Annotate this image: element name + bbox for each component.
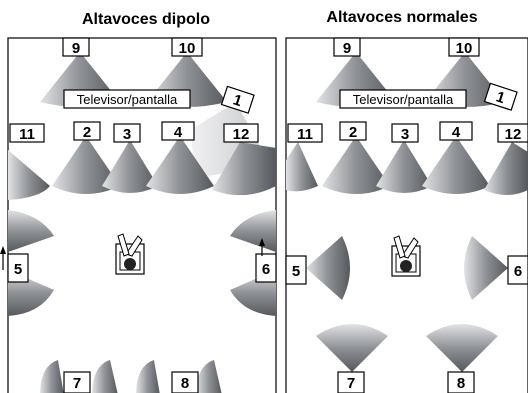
normal-cone-4 <box>422 136 490 194</box>
dipole-cone-12 <box>212 142 276 196</box>
normal-cone-5 <box>306 236 350 300</box>
arrow-up-icon <box>0 246 6 270</box>
dipole-cone-8-right <box>196 360 222 393</box>
dipole-cone-11-a <box>8 150 50 200</box>
listener-icon <box>391 235 421 277</box>
normal-speaker-6: 6 <box>514 263 522 280</box>
normal-speaker-5: 5 <box>292 263 300 280</box>
normal-speaker-7: 7 <box>347 375 355 392</box>
dipole-tv-label: Televisor/pantalla <box>77 92 178 107</box>
dipole-cone-7-left <box>40 360 64 393</box>
arrow-up-icon <box>259 238 265 256</box>
dipole-speaker-7: 7 <box>73 375 81 392</box>
normal-cone-11 <box>286 142 318 192</box>
dipole-speaker-8: 8 <box>181 375 189 392</box>
dipole-speaker-2: 2 <box>83 124 91 141</box>
normal-title: Altavoces normales <box>326 9 477 26</box>
dipole-speaker-5: 5 <box>14 261 22 278</box>
dipole-tv-box <box>63 89 191 109</box>
normal-cone-6 <box>464 236 508 300</box>
dipole-cone-2 <box>52 136 120 194</box>
dipole-cone-5-top <box>8 210 54 252</box>
normal-cone-2 <box>322 136 390 194</box>
dipole-cone-6-top <box>230 210 276 252</box>
dipole-speaker-3: 3 <box>123 126 131 143</box>
normal-cone-3 <box>376 140 432 193</box>
normal-speaker-11: 11 <box>297 126 313 143</box>
dipole-cone-3 <box>102 140 158 193</box>
dipole-cone-7-right <box>92 360 118 393</box>
normal-speaker-2: 2 <box>349 124 357 141</box>
normal-cone-8 <box>426 324 498 372</box>
normal-speaker-8: 8 <box>457 375 465 392</box>
dipole-speaker-9: 9 <box>72 40 80 57</box>
dipole-panel: Altavoces dipolo Televisor/pantalla 9 10… <box>0 11 277 393</box>
normal-speaker-10: 10 <box>456 40 473 57</box>
dipole-speaker-6: 6 <box>262 261 270 278</box>
normal-cone-12 <box>484 142 528 195</box>
normal-tv-label: Televisor/pantalla <box>353 92 454 107</box>
normal-tv-box <box>339 89 467 109</box>
normal-speaker-3: 3 <box>401 126 409 143</box>
normal-speaker-12: 12 <box>505 126 522 143</box>
dipole-title: Altavoces dipolo <box>82 11 210 28</box>
dipole-speaker-11: 11 <box>19 126 35 143</box>
normal-cone-7 <box>316 324 388 372</box>
dipole-speaker-4: 4 <box>174 124 183 141</box>
normal-panel: Altavoces normales Televisor/pantalla 9 … <box>285 9 528 393</box>
listener-icon <box>115 233 145 275</box>
dipole-cone-8-left <box>136 360 160 393</box>
dipole-speaker-10: 10 <box>179 40 196 57</box>
dipole-speaker-12: 12 <box>233 126 250 143</box>
normal-speaker-9: 9 <box>343 40 351 57</box>
dipole-cone-4 <box>146 136 214 194</box>
normal-speaker-4: 4 <box>452 124 461 141</box>
